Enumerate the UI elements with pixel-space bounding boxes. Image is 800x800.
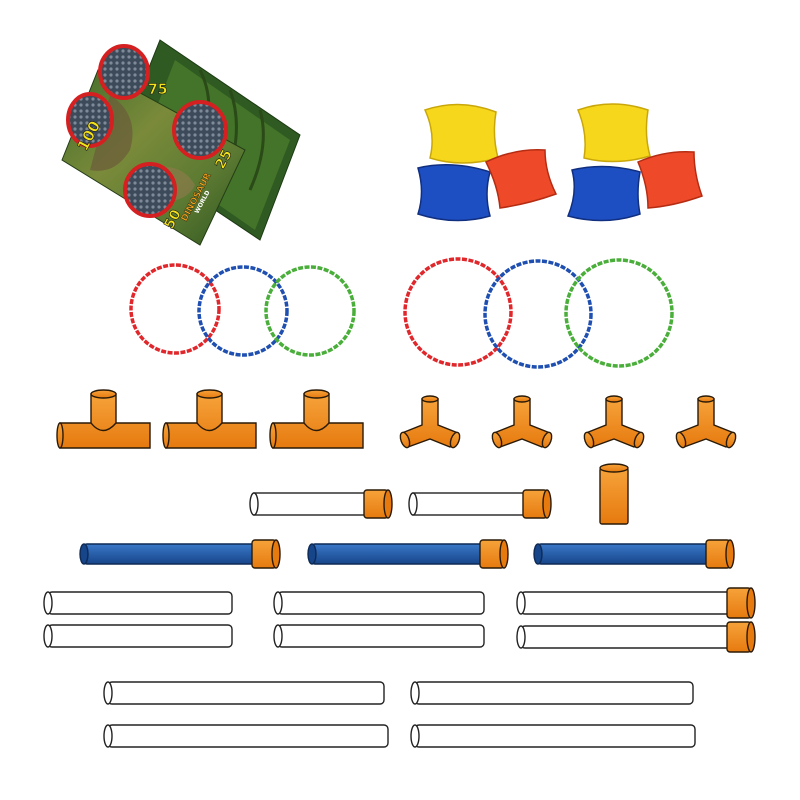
white-pipe — [43, 591, 233, 615]
hoop-green — [564, 258, 674, 368]
long-white-pipes — [103, 681, 696, 748]
tee-fitting — [56, 389, 151, 449]
three-way-fittings — [399, 395, 737, 449]
capped-pipe — [516, 621, 756, 653]
bean-bags — [417, 103, 703, 222]
white-pipe — [103, 681, 385, 705]
score-label: 75 — [148, 82, 167, 98]
bean-bag-red — [637, 150, 703, 209]
bean-bag-blue — [566, 165, 641, 222]
hoop-blue — [483, 259, 593, 369]
bean-bag-yellow — [423, 103, 499, 164]
capped-pipe — [516, 587, 756, 619]
white-pipe — [410, 681, 694, 705]
three-way-fitting — [399, 395, 461, 449]
hoop-red — [129, 263, 221, 355]
three-way-fitting — [491, 395, 553, 449]
hoop-green — [264, 265, 356, 357]
white-pipe — [273, 624, 485, 648]
straight-connector — [599, 463, 629, 525]
capped-pipe — [249, 489, 393, 519]
hoop-blue — [197, 265, 289, 357]
white-pipe — [43, 624, 233, 648]
target-hole — [123, 162, 177, 218]
bean-bag-yellow — [577, 103, 651, 163]
white-pipe — [410, 724, 696, 748]
blue-poles — [79, 539, 735, 569]
target-hole — [66, 92, 114, 148]
medium-white-pipes — [43, 587, 756, 653]
blue-pole — [533, 539, 735, 569]
white-pipe — [103, 724, 389, 748]
blue-pole — [79, 539, 281, 569]
tee-fitting — [162, 389, 257, 449]
white-pipe — [273, 591, 485, 615]
capped-short-pipes — [249, 489, 552, 519]
three-way-fitting — [675, 395, 737, 449]
tee-fittings — [56, 389, 364, 449]
capped-pipe — [408, 489, 552, 519]
hoop-red — [403, 257, 513, 367]
target-hole — [172, 100, 228, 160]
bean-bag-red — [484, 149, 558, 209]
tee-fitting — [269, 389, 364, 449]
target-mat: 100 75 50 25 DINOSAUR WORLD — [61, 39, 301, 246]
bean-bag-blue — [417, 164, 491, 222]
target-mat-front: 100 75 50 25 DINOSAUR WORLD — [61, 44, 246, 246]
target-hole — [98, 44, 150, 100]
three-way-fitting — [583, 395, 645, 449]
hoops — [129, 257, 674, 369]
blue-pole — [307, 539, 509, 569]
